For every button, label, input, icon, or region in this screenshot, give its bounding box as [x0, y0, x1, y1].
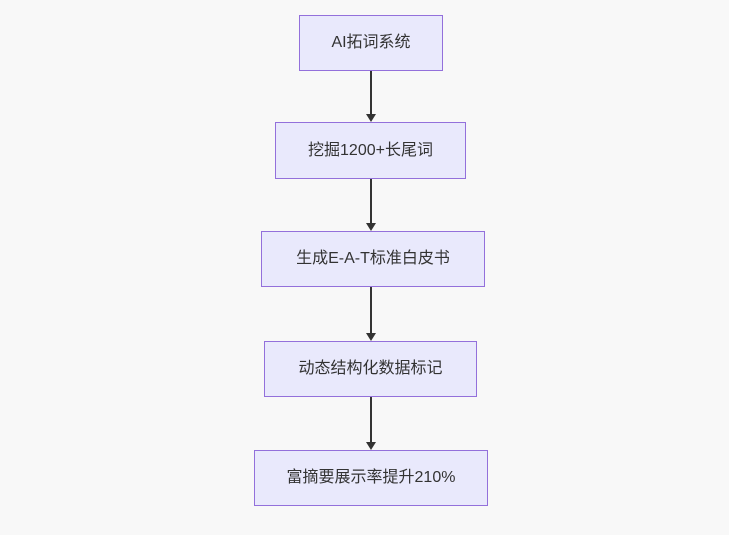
node-label: 生成E-A-T标准白皮书: [296, 250, 450, 267]
arrow-down-icon: [366, 442, 376, 450]
node-eat-whitepaper: 生成E-A-T标准白皮书: [261, 231, 485, 287]
flow-arrow-4: [365, 397, 377, 450]
node-longtail-mining: 挖掘1200+长尾词: [275, 122, 466, 179]
arrow-down-icon: [366, 333, 376, 341]
node-label: 富摘要展示率提升210%: [286, 469, 456, 486]
node-structured-data-markup: 动态结构化数据标记: [264, 341, 477, 397]
arrow-shaft: [370, 71, 372, 115]
flow-arrow-2: [365, 179, 377, 231]
node-ai-keyword-system: AI拓词系统: [299, 15, 443, 71]
node-rich-snippet-result: 富摘要展示率提升210%: [254, 450, 488, 506]
arrow-shaft: [370, 179, 372, 224]
arrow-down-icon: [366, 223, 376, 231]
arrow-down-icon: [366, 114, 376, 122]
node-label: 动态结构化数据标记: [298, 360, 443, 377]
node-label: 挖掘1200+长尾词: [308, 141, 433, 159]
arrow-shaft: [370, 287, 372, 334]
flow-arrow-3: [365, 287, 377, 341]
arrow-shaft: [370, 397, 372, 443]
flow-arrow-1: [365, 71, 377, 122]
node-label: AI拓词系统: [331, 34, 411, 51]
